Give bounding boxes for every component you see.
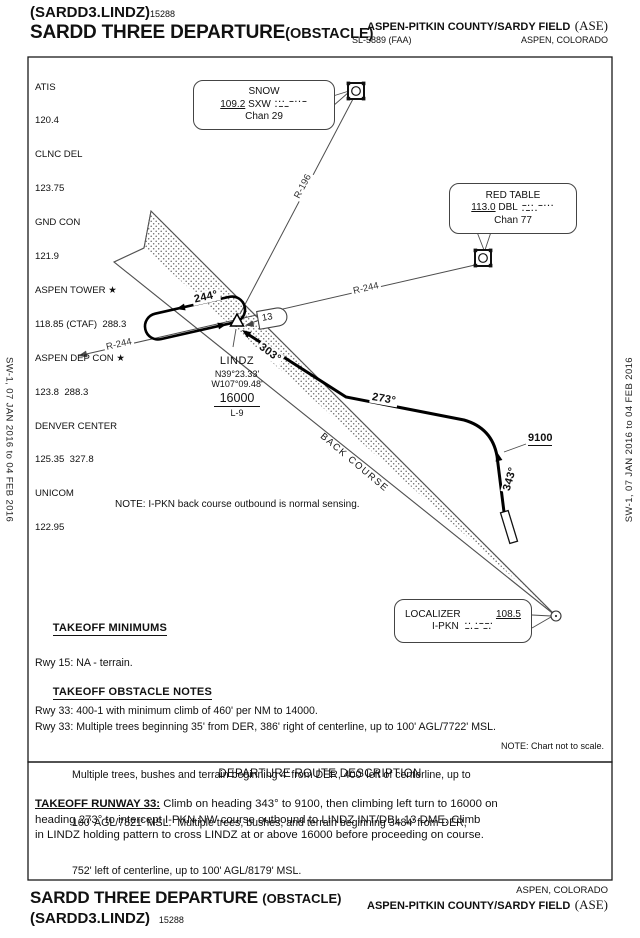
comm-line: CLNC DEL: [35, 149, 83, 161]
footer-procedure-number: 15288: [158, 915, 184, 925]
obstacle-notes-section: TAKEOFF OBSTACLE NOTES Rwy 33: Multiple …: [35, 664, 496, 913]
comm-line: 125.35 327.8: [35, 454, 94, 466]
route-line-2: heading 273° to intercept I-PKN NW cours…: [35, 813, 481, 826]
footer-city-state: ASPEN, COLORADO: [516, 885, 608, 896]
comm-line: ATIS: [35, 81, 56, 93]
comm-line: 122.95: [35, 522, 65, 534]
minimums-rwy33: Rwy 33: 400-1 with minimum climb of 460'…: [35, 705, 318, 717]
city-state: ASPEN, COLORADO: [520, 35, 608, 45]
fix-longitude: W107°09.48': [211, 379, 263, 389]
footer-airport-icao: (ASE): [574, 897, 608, 912]
morse-code: ··· −··−·−−: [274, 97, 308, 112]
obstacle-note-line: Rwy 33: Multiple trees beginning 35' fro…: [35, 721, 496, 733]
comm-line: 123.8 288.3: [35, 386, 89, 398]
hold-arrow-064: [217, 322, 227, 330]
takeoff-runway-label: TAKEOFF RUNWAY 33:: [35, 798, 161, 810]
red-table-vordme-icon: [473, 248, 493, 268]
route-description-border: [27, 761, 613, 881]
takeoff-minimums-heading: TAKEOFF MINIMUMS: [52, 622, 167, 636]
localizer-ident-line: I-PKN·· ·−−·−·− −·: [432, 619, 494, 633]
navaid-name: RED TABLE: [485, 189, 541, 201]
altitude-9100-label: 9100: [528, 432, 553, 446]
footer-airport-name: ASPEN-PITKIN COUNTY/SARDY FIELD (ASE): [367, 897, 608, 912]
localizer-antenna-icon: [550, 610, 562, 622]
navaid-freq-line: 109.2 SXW··· −··−·−−: [220, 97, 308, 112]
chart-scale-note: NOTE: Chart not to scale.: [500, 741, 604, 751]
navaid-name: SNOW: [248, 86, 280, 98]
comm-line: ASPEN DEP CON ★: [35, 352, 125, 364]
fix-panel-ref: L-9: [230, 408, 244, 418]
dme-13-box: [244, 307, 288, 330]
minimums-rwy15: Rwy 15: NA - terrain.: [35, 657, 133, 669]
fix-latitude: N39°23.33': [214, 369, 260, 379]
takeoff-minimums-section: TAKEOFF MINIMUMS Rwy 15: NA - terrain. R…: [35, 600, 318, 753]
radial-196-line: [239, 98, 354, 315]
dme-distance-label: 13: [261, 310, 274, 324]
obstacle-notes-heading: TAKEOFF OBSTACLE NOTES: [52, 686, 212, 700]
morse-code: −·· −····−··: [521, 200, 555, 215]
procedure-number: 15288: [150, 9, 176, 19]
departure-track: [242, 330, 506, 513]
hold-arrow-244: [176, 303, 186, 311]
route-description-heading: DEPARTURE ROUTE DESCRIPTION: [218, 768, 422, 780]
footer-title: SARDD THREE DEPARTURE (OBSTACLE): [30, 888, 342, 907]
chart-reference: SL-5889 (FAA): [352, 35, 412, 45]
comm-line: ASPEN TOWER ★: [35, 284, 117, 296]
red-table-navaid-box: RED TABLE 113.0 DBL−·· −····−·· Chan 77: [449, 183, 577, 234]
obstacle-note-line: 752' left of centerline, up to 100' AGL/…: [72, 865, 302, 877]
procedure-id: (SARDD3.LINDZ)15288: [30, 4, 176, 21]
track-arrow-303: [242, 330, 252, 338]
obstacle-note-line: Multiple trees, bushes and terrain begin…: [72, 769, 471, 781]
track-arrow-343: [495, 452, 503, 462]
snow-vordme-icon: [346, 81, 366, 101]
route-description-body: TAKEOFF RUNWAY 33: Climb on heading 343°…: [35, 797, 607, 844]
lindz-fix-block: LINDZ N39°23.33' W107°09.48' 16000 L-9: [187, 355, 287, 418]
airport-name: ASPEN-PITKIN COUNTY/SARDY FIELD (ASE): [367, 18, 608, 33]
footer-procedure-id: (SARDD3.LINDZ) 15288: [30, 910, 184, 927]
navaid-freq-line: 113.0 DBL−·· −····−··: [471, 200, 555, 215]
morse-code: ·· ·−−·−·− −·: [464, 619, 494, 633]
comm-line: 121.9: [35, 251, 60, 263]
airport-icao: (ASE): [574, 18, 608, 33]
leader-lines: [232, 90, 552, 629]
comm-line: 118.85 (CTAF) 288.3: [35, 318, 127, 330]
snow-navaid-box: SNOW 109.2 SXW··· −··−·−− Chan 29: [193, 80, 335, 130]
localizer-beam: [113, 209, 557, 617]
route-line-1: TAKEOFF RUNWAY 33: Climb on heading 343°…: [35, 798, 498, 810]
navaid-channel: Chan 29: [245, 111, 283, 123]
comm-line: UNICOM: [35, 488, 74, 500]
lindz-fix-triangle-icon: [229, 312, 245, 327]
left-margin-effective-dates: SW-1, 07 JAN 2016 to 04 FEB 2016: [3, 357, 15, 523]
runway-33-icon: [499, 509, 519, 545]
comm-line: DENVER CENTER: [35, 420, 118, 432]
left-margin: SW-1, 07 JAN 2016 to 04 FEB 2016: [0, 300, 20, 580]
obstacle-note-line: 100' AGL/7821' MSL. Multiple trees, bush…: [72, 817, 467, 829]
comm-line: GND CON: [35, 217, 81, 229]
route-line-3: in LINDZ holding pattern to cross LINDZ …: [35, 829, 484, 841]
back-course-sensing-note: NOTE: I-PKN back course outbound is norm…: [115, 499, 360, 510]
page-title: SARDD THREE DEPARTURE(OBSTACLE): [30, 22, 374, 43]
fix-name: LINDZ: [219, 355, 255, 367]
navaid-channel: Chan 77: [494, 214, 532, 226]
fix-min-altitude: 16000: [187, 391, 287, 407]
comm-frequencies: ATIS 120.4 CLNC DEL 123.75 GND CON 121.9…: [35, 59, 126, 556]
comm-line: 120.4: [35, 115, 60, 127]
comm-line: 123.75: [35, 183, 65, 195]
holding-pattern: [143, 295, 247, 341]
